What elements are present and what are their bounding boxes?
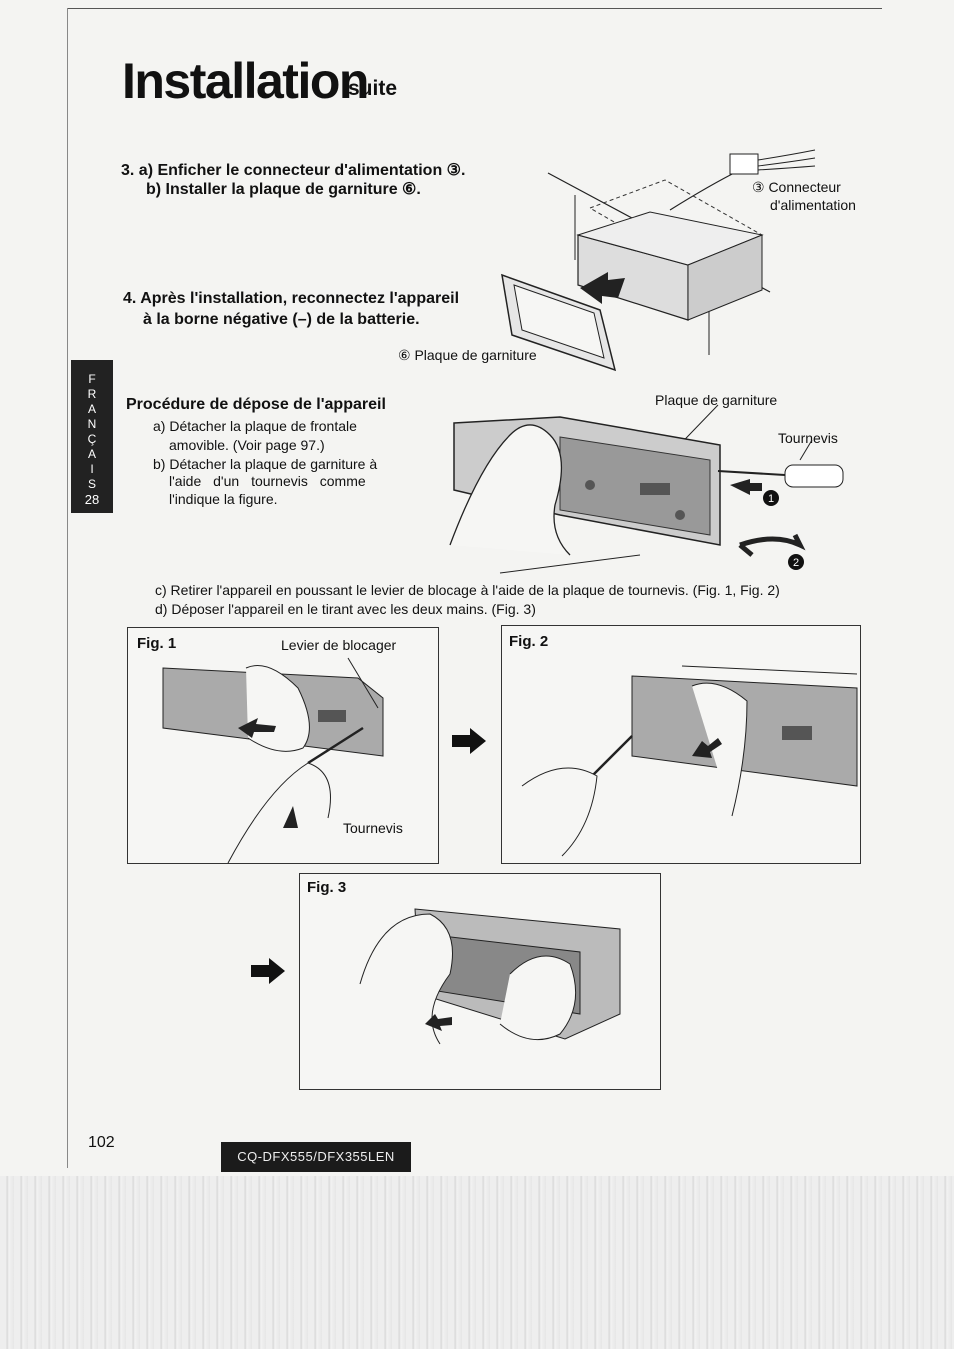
step3-line-b: b) Installer la plaque de garniture ⑥. (146, 181, 421, 198)
arrow-fig1-to-fig2 (452, 728, 486, 754)
figure-1-drawing (162, 657, 384, 864)
removal-b-line2: l'aide d'un tournevis comme (169, 473, 366, 489)
figure-3-drawing (359, 908, 621, 1045)
side-tab-letter: S (87, 477, 96, 491)
side-tab-letter: A (87, 447, 96, 461)
figure-2: Fig. 2 (501, 625, 861, 864)
figure-2-drawing (521, 665, 858, 857)
connector-callout-line2: d'alimentation (770, 197, 856, 213)
screwdriver-callout: Tournevis (778, 430, 838, 446)
step3-line-a: 3. a) Enficher le connecteur d'alimentat… (121, 162, 466, 179)
fig1-screwdriver-callout: Tournevis (343, 820, 403, 836)
figure-1: Fig. 1 Levier de blocager Tournevis (127, 627, 439, 864)
figure-1-label: Fig. 1 (137, 635, 177, 652)
removal-heading: Procédure de dépose de l'appareil (126, 396, 386, 413)
arrow-to-fig3 (251, 958, 285, 984)
installation-illustration (501, 149, 816, 372)
removal-d: d) Déposer l'appareil en le tirant avec … (155, 601, 536, 617)
page-title-suffix: suite (348, 77, 398, 100)
trim-removal-illustration (449, 404, 844, 574)
step4-line1: 4. Après l'installation, reconnectez l'a… (123, 290, 460, 307)
page-title: Installation (122, 53, 369, 109)
side-tab-letter: I (90, 462, 94, 476)
removal-a-line2: amovible. (Voir page 97.) (169, 437, 325, 453)
lock-lever-callout: Levier de blocager (281, 637, 397, 653)
figure-3: Fig. 3 (299, 873, 661, 1090)
side-tab-letter: R (87, 387, 97, 401)
trim-plate-6-callout: ⑥ Plaque de garniture (398, 347, 537, 363)
side-tab-letter: F (88, 372, 96, 386)
removal-c: c) Retirer l'appareil en poussant le lev… (155, 582, 780, 598)
left-rule (67, 8, 68, 1168)
removal-a-line1: a) Détacher la plaque de frontale (153, 418, 357, 434)
marker-1-text: 1 (768, 493, 774, 505)
model-badge: CQ-DFX555/DFX355LEN (221, 1142, 411, 1172)
step4-line2: à la borne négative (–) de la batterie. (143, 311, 420, 328)
top-rule (67, 8, 882, 9)
side-tab-letter: Ç (87, 432, 97, 446)
side-tab-letter: A (87, 402, 96, 416)
removal-b-line1: b) Détacher la plaque de garniture à (153, 456, 378, 472)
marker-2-text: 2 (793, 557, 799, 569)
step-marker-1: 1 (763, 490, 779, 506)
section-page-number: 28 (84, 492, 100, 507)
trim-plate-callout: Plaque de garniture (655, 392, 778, 408)
removal-b-line3: l'indique la figure. (169, 491, 278, 507)
side-tab-letter: N (87, 417, 97, 431)
figure-3-label: Fig. 3 (307, 879, 347, 896)
connector-callout-line1: ③ Connecteur (752, 179, 841, 195)
figure-2-label: Fig. 2 (509, 633, 549, 650)
step-marker-2: 2 (788, 554, 804, 570)
page-number: 102 (88, 1134, 115, 1151)
scan-margin-strip (0, 1176, 954, 1349)
